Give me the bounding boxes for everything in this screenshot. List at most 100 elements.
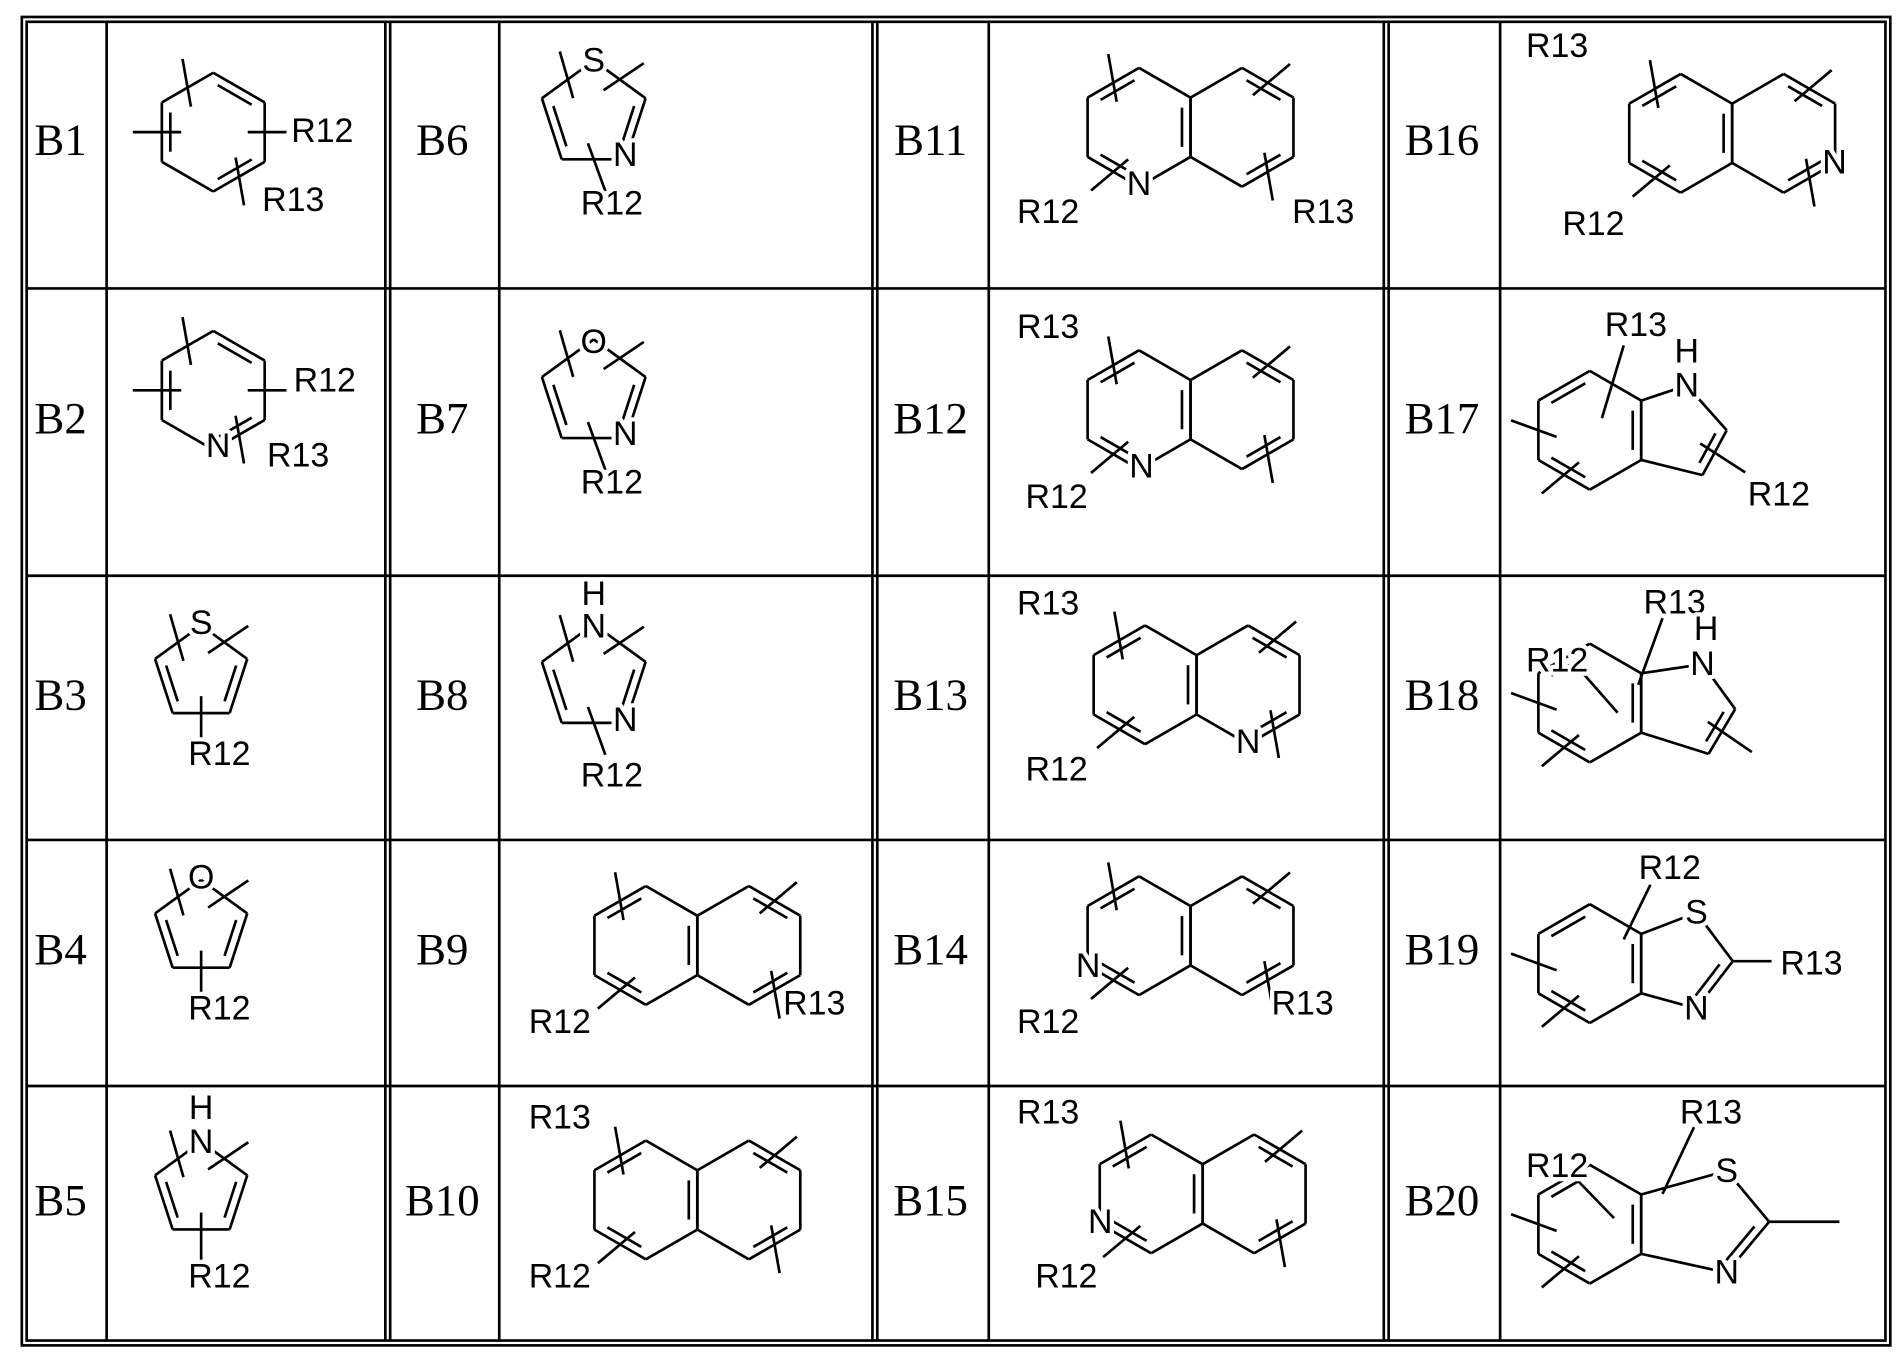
substituent-label: R12	[1526, 642, 1588, 680]
substituent-label: R13	[1526, 27, 1588, 65]
double-bond	[1259, 1147, 1293, 1167]
ring-bond	[1191, 157, 1242, 187]
ring-bond	[1732, 163, 1783, 193]
substituent-bond	[560, 330, 573, 377]
compound-label: B14	[893, 924, 968, 974]
double-bond	[1101, 889, 1135, 909]
substituent-label: R13	[1017, 585, 1079, 623]
substituent-label: R12	[1748, 476, 1810, 514]
structure-cell-b15: B15R13NR12	[893, 1094, 1305, 1296]
substituent-bond	[1511, 420, 1557, 437]
double-bond	[218, 343, 252, 363]
compound-label: B10	[405, 1175, 480, 1225]
atom-label: H	[189, 1089, 213, 1127]
ring-bond	[1641, 460, 1702, 475]
ring-bond	[1191, 350, 1242, 380]
substituent-label: R13	[1605, 306, 1667, 344]
atom-label: N	[1088, 1203, 1112, 1241]
compound-label: B3	[34, 670, 86, 720]
chemical-structure: R13NR12	[1017, 1094, 1306, 1296]
substituent-label: R12	[188, 1257, 250, 1295]
substituent-label: R13	[262, 181, 324, 219]
substituent-bond	[1253, 872, 1290, 903]
ring-bond	[1139, 350, 1190, 380]
substituent-bond	[598, 1232, 635, 1263]
substituent-bond	[604, 342, 644, 369]
substituent-label: R12	[529, 1257, 591, 1295]
chemical-structure: NR12R13	[1017, 863, 1334, 1041]
atom-label: H	[1694, 610, 1718, 648]
substituent-bond	[1542, 996, 1579, 1027]
compound-label: B13	[893, 670, 968, 720]
compound-label: B12	[893, 393, 968, 443]
compound-label: B2	[34, 393, 86, 443]
substituent-bond	[208, 626, 248, 653]
atom-label: N	[613, 136, 637, 174]
chemical-structure: SR12	[155, 604, 250, 773]
substituent-label: R12	[1026, 478, 1088, 516]
ring-bond	[542, 377, 562, 438]
ring-bond	[697, 1141, 748, 1171]
ring-bond	[230, 1175, 248, 1229]
ring-bond	[1681, 163, 1732, 193]
atom-label: S	[1685, 894, 1708, 932]
double-bond	[753, 1153, 787, 1173]
double-bond	[1247, 963, 1281, 983]
ring-bond	[542, 662, 562, 723]
ring-bond	[1191, 439, 1242, 469]
substituent-bond	[1259, 622, 1296, 653]
substituent-bond	[1795, 70, 1832, 101]
atom-label: N	[1674, 366, 1698, 404]
chemical-structure: R12SNR13	[1511, 849, 1843, 1028]
ring-bond	[646, 886, 697, 916]
double-bond	[607, 898, 641, 918]
ring-bond	[542, 98, 562, 159]
double-bond	[1551, 1252, 1585, 1272]
substituent-label: R12	[1017, 1003, 1079, 1041]
chemical-structure: HNNR12	[542, 575, 646, 795]
atom-label: S	[190, 604, 213, 642]
ring-bond	[162, 162, 213, 192]
atom-label: N	[1076, 947, 1100, 985]
double-bond	[1253, 638, 1287, 658]
compound-label: B8	[416, 670, 468, 720]
double-bond	[1101, 80, 1135, 100]
substituent-bond	[1091, 159, 1128, 190]
substituent-bond	[560, 51, 573, 98]
ring-bond	[1590, 644, 1641, 674]
substituent-label: R12	[294, 362, 356, 400]
chemical-structure: R12R13	[529, 872, 846, 1041]
chemical-structure: HNR12	[155, 1089, 250, 1295]
structure-cell-b9: B9R12R13	[416, 872, 845, 1041]
atom-label: S	[1715, 1152, 1738, 1190]
substituent-label: R13	[1680, 1094, 1742, 1132]
substituent-label: R13	[783, 985, 845, 1023]
ring-bond	[1191, 876, 1242, 906]
chemical-structure: R13NR12	[1017, 585, 1299, 789]
compound-label: B6	[416, 114, 468, 164]
substituent-label: R12	[1562, 205, 1624, 243]
double-bond	[753, 1227, 787, 1247]
substituent-label: R13	[1780, 945, 1842, 983]
substituent-label: R13	[1017, 1094, 1079, 1132]
substituent-bond	[183, 59, 191, 107]
substituent-label: R12	[188, 989, 250, 1027]
substituent-bond	[1265, 1131, 1302, 1162]
ring-bond	[1732, 74, 1783, 104]
structure-cell-b14: B14NR12R13	[893, 863, 1333, 1041]
double-bond	[1113, 1221, 1147, 1241]
substituent-label: R13	[1017, 308, 1079, 346]
ring-bond	[697, 975, 748, 1005]
ring-bond	[1590, 1165, 1641, 1195]
ring-bond	[646, 1230, 697, 1260]
substituent-bond	[588, 707, 605, 755]
double-bond	[1788, 86, 1822, 106]
ring-bond	[1590, 1254, 1641, 1284]
atom-label: H	[1674, 332, 1698, 370]
double-bond	[1247, 155, 1281, 175]
double-bond	[1247, 437, 1281, 457]
ring-bond	[646, 975, 697, 1005]
substituent-bond	[170, 614, 183, 661]
substituent-bond	[1253, 346, 1290, 377]
